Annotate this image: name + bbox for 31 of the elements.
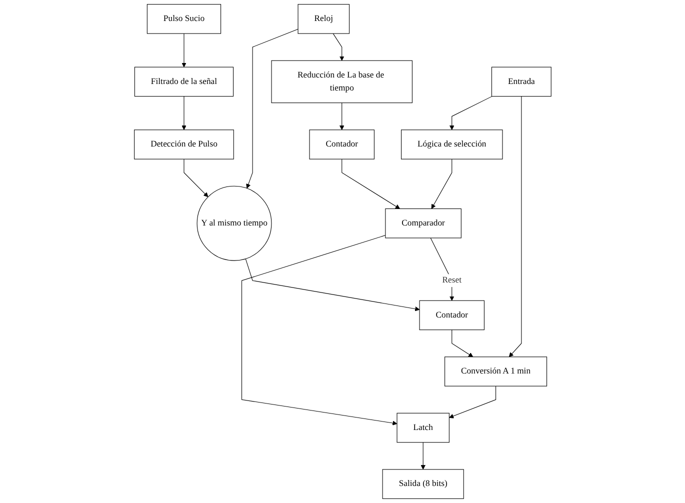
arrow: [339, 102, 344, 130]
arrow: [245, 258, 420, 312]
node-box: Reducción de La base de tiempo: [271, 60, 412, 104]
node-box: Comparador: [384, 208, 462, 238]
node-box: Conversión A 1 min: [444, 356, 547, 386]
node-box: Reloj: [298, 4, 350, 34]
arrow: [332, 33, 344, 61]
arrow: [181, 96, 186, 130]
arrow: [430, 238, 454, 301]
node-circle: Y al mismo tiempo: [196, 186, 272, 261]
node-box: Contador: [419, 300, 484, 330]
arrow: [431, 158, 452, 209]
node-box: Detección de Pulso: [134, 130, 234, 160]
node-box: Filtrado de la señal: [134, 66, 234, 97]
arrow: [448, 386, 496, 418]
edge-label: Reset: [442, 276, 462, 285]
node-box: Lógica de selección: [400, 130, 503, 160]
arrow: [420, 442, 426, 470]
arrow: [449, 96, 492, 130]
arrow: [181, 33, 186, 68]
arrow: [508, 96, 522, 358]
arrow: [341, 158, 400, 209]
node-box: Salida (8 bits): [382, 469, 464, 499]
node-box: Contador: [309, 130, 374, 160]
arrow: [183, 158, 208, 198]
arrow: [451, 330, 473, 358]
arrow: [241, 235, 397, 426]
arrow: [246, 28, 298, 189]
node-box: Pulso Sucio: [146, 4, 221, 34]
node-box: Entrada: [491, 66, 552, 97]
node-box: Latch: [396, 412, 450, 443]
